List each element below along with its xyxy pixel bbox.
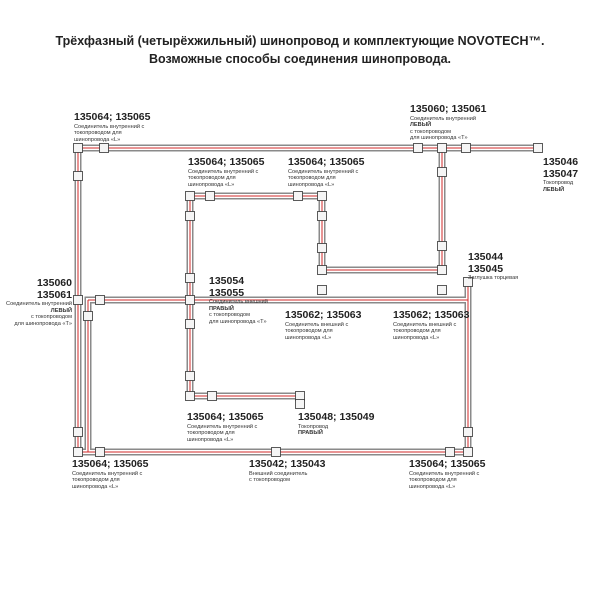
connector	[99, 143, 109, 153]
connector	[317, 191, 327, 201]
connector	[185, 191, 195, 201]
label-inner-left: 135064; 135065 Соединитель внутренний с …	[188, 156, 265, 188]
connector	[185, 391, 195, 401]
connector	[83, 311, 93, 321]
connector	[73, 171, 83, 181]
connector	[317, 265, 327, 275]
connector	[317, 243, 327, 253]
connector	[95, 295, 105, 305]
connector	[73, 447, 83, 457]
connector	[463, 427, 473, 437]
label-right-track-b: 135048; 135049 Токопровод ПРАВЫЙ	[298, 411, 375, 437]
connector	[293, 191, 303, 201]
label-bottom-right: 135064; 135065 Соединитель внутренний с …	[409, 458, 486, 490]
connector	[295, 399, 305, 409]
connector	[533, 143, 543, 153]
label-end-cap: 135044 135045 Заглушка торцевая	[468, 251, 519, 281]
label-mid-ext-b: 135062; 135063 Соединитель внешний с ток…	[393, 309, 470, 341]
connector	[185, 371, 195, 381]
connector	[461, 143, 471, 153]
connector	[437, 167, 447, 177]
label-mid-ext-a: 135062; 135063 Соединитель внешний с ток…	[285, 309, 362, 341]
label-top-right: 135060; 135061 Соединитель внутренний ЛЕ…	[410, 103, 487, 142]
diagram-title: Трёхфазный (четырёхжильный) шинопровод и…	[55, 34, 545, 48]
label-center-mid: 135054 135055 Соединитель внешний ПРАВЫЙ…	[209, 275, 268, 325]
connector	[463, 277, 473, 287]
connector	[463, 447, 473, 457]
connector	[437, 143, 447, 153]
connector	[437, 265, 447, 275]
connector	[317, 285, 327, 295]
label-bottom-left: 135064; 135065 Соединитель внутренний с …	[72, 458, 149, 490]
connector	[205, 191, 215, 201]
connector	[73, 143, 83, 153]
connector	[317, 211, 327, 221]
connector	[445, 447, 455, 457]
connector	[207, 391, 217, 401]
label-top-left: 135064; 135065 Соединитель внутренний с …	[74, 111, 151, 143]
connector	[185, 319, 195, 329]
label-lower-inner: 135064; 135065 Соединитель внутренний с …	[187, 411, 264, 443]
connector	[185, 211, 195, 221]
connector	[185, 273, 195, 283]
label-left-mid: 135060 135061 Соединитель внутренний ЛЕВ…	[6, 277, 72, 327]
label-inner-right: 135064; 135065 Соединитель внутренний с …	[288, 156, 365, 188]
connector	[185, 295, 195, 305]
connector	[271, 447, 281, 457]
connector	[437, 285, 447, 295]
connector	[73, 427, 83, 437]
label-bottom-mid: 135042; 135043 Внешний соединитель с ток…	[249, 458, 326, 484]
connector	[413, 143, 423, 153]
connector	[73, 295, 83, 305]
connector	[437, 241, 447, 251]
diagram-subtitle: Возможные способы соединения шинопровода…	[148, 52, 451, 66]
label-right-track: 135046 135047 Токопровод ЛЕВЫЙ	[543, 156, 579, 193]
connector	[95, 447, 105, 457]
